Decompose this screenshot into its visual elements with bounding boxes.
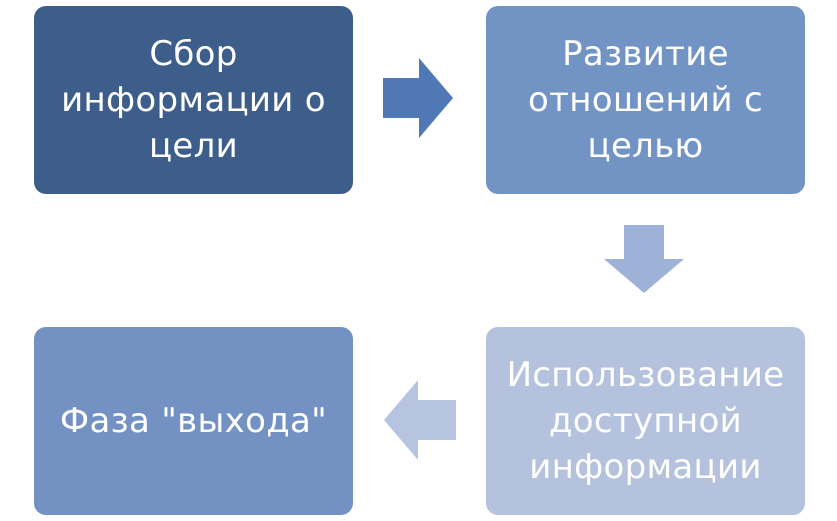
arrow-left-icon [384,380,456,460]
step-label-use-info: Использование доступной информации [506,355,785,487]
step-box-exit-phase: Фаза "выхода" [34,327,353,515]
arrow-down-icon [604,225,684,293]
step-box-collect-info: Сбор информации о цели [34,6,353,194]
arrow-right-icon [383,58,453,138]
step-box-develop-relations: Развитие отношений с целью [486,6,805,194]
step-box-use-info: Использование доступной информации [486,327,805,515]
step-label-exit-phase: Фаза "выхода" [59,401,328,441]
step-label-develop-relations: Развитие отношений с целью [528,34,763,166]
step-label-collect-info: Сбор информации о цели [61,34,326,166]
